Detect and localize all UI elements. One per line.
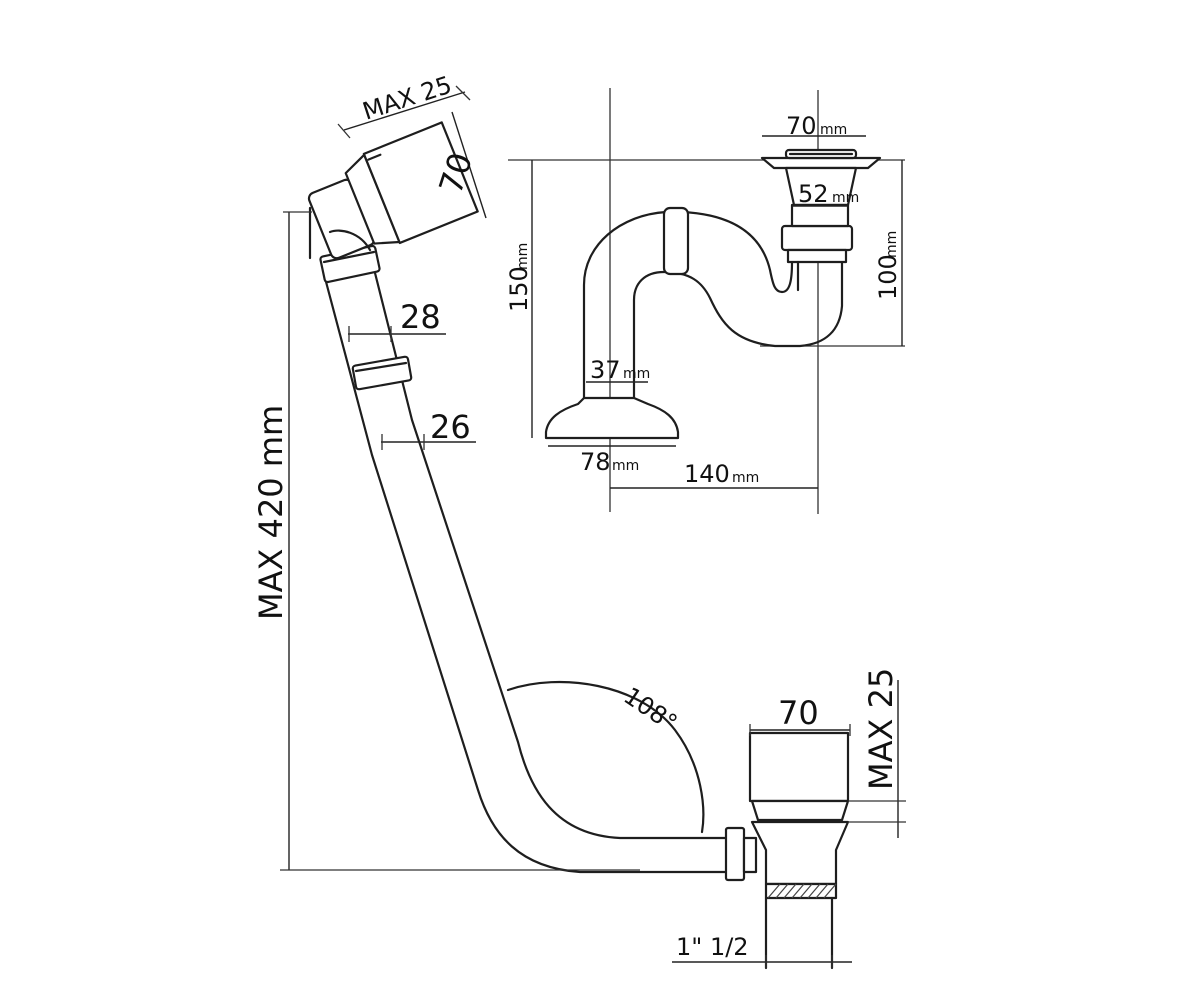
trap-spread-val: 140	[684, 460, 730, 488]
thread-label: 1" 1/2	[676, 933, 749, 961]
angle-arc	[506, 680, 705, 834]
trap-pipe-outer	[582, 210, 794, 404]
max-height-label: MAX 420 mm	[252, 405, 290, 620]
trap-plug-disc	[760, 156, 882, 170]
bottom-connector-nut	[724, 826, 746, 882]
bottom-waste-flange	[750, 799, 850, 822]
trap-height-right-val: 100	[874, 254, 902, 300]
trap-pipe-dia-unit: mm	[623, 366, 650, 382]
trap-height-right-unit: mm	[884, 231, 900, 258]
trap-height-left-val: 150	[505, 266, 533, 312]
trap-drawing: 70 mm 52 mm 150 mm 100 mm 37 mm 78 mm 14…	[505, 88, 905, 514]
thread-hatching	[767, 883, 837, 899]
overflow-elbow	[308, 206, 372, 260]
bottom-waste-body	[750, 820, 850, 886]
trap-spread-unit: mm	[732, 470, 759, 486]
trap-base-val: 78	[580, 448, 611, 476]
bottom-head-label: 70	[778, 694, 819, 732]
bottom-waste-cap	[748, 731, 850, 803]
trap-outlet-val: 52	[798, 180, 829, 208]
angle-label: 108°	[619, 682, 683, 738]
trap-collar-nut	[662, 206, 690, 276]
bottom-max-label: MAX 25	[862, 668, 900, 790]
top-max-label: MAX 25	[359, 71, 455, 126]
trap-pipe-dia-val: 37	[590, 356, 621, 384]
trap-outlet-unit: mm	[832, 190, 859, 206]
trap-top-width-unit: mm	[820, 122, 847, 138]
overflow-head	[307, 121, 479, 260]
trap-top-width-val: 70	[786, 112, 817, 140]
pipe-inner-edge	[371, 263, 730, 840]
pipe-inner-label: 26	[430, 408, 471, 446]
trap-base-flange	[544, 396, 680, 440]
pipe-outer-label: 28	[400, 298, 441, 336]
trap-plug-nut	[780, 224, 854, 252]
trap-pipe-inner	[632, 248, 844, 404]
waste-overflow-drawing: MAX 25 70 28 26 MAX 420 mm 108°	[252, 71, 906, 970]
trap-base-unit: mm	[612, 458, 639, 474]
trap-height-left-unit: mm	[515, 243, 531, 270]
